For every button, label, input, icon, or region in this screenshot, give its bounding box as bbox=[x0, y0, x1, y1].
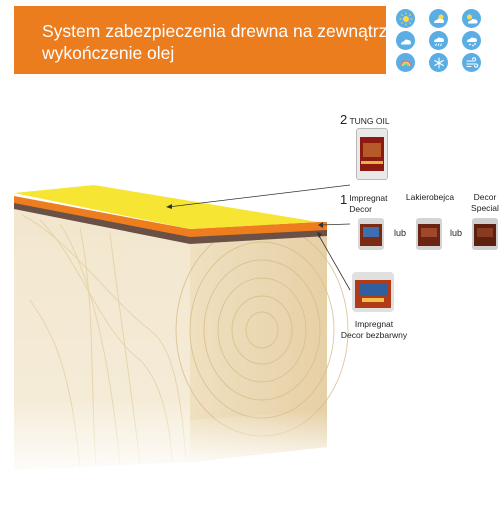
cloud-drops-icon bbox=[462, 31, 481, 50]
cloud-sun-icon bbox=[429, 9, 448, 28]
lakierobejca-label: Lakierobejca bbox=[405, 192, 455, 202]
sun-icon bbox=[396, 9, 415, 28]
cloud-icon bbox=[396, 31, 415, 50]
impregnat-decor-can bbox=[358, 218, 384, 250]
impregnat-bezbarwny-can bbox=[352, 272, 394, 312]
or-label-2: lub bbox=[449, 228, 462, 238]
title-line-1: System zabezpieczenia drewna na zewnątrz bbox=[42, 21, 388, 41]
snowflake-icon bbox=[429, 53, 448, 72]
weather-icons-grid bbox=[396, 9, 496, 73]
tung-oil-can bbox=[356, 128, 388, 180]
page-title: System zabezpieczenia drewna na zewnątrz… bbox=[42, 20, 387, 64]
lakierobejca-can bbox=[416, 218, 442, 250]
tung-oil-name: TUNG OIL bbox=[349, 116, 390, 126]
impregnat-decor-label: 1 Impregnat Decor bbox=[340, 192, 388, 214]
orange-layer bbox=[14, 196, 327, 237]
pointer-arrows bbox=[167, 184, 351, 291]
rainbow-icon bbox=[396, 53, 415, 72]
impregnat-bezbarwny-label: Impregnat Decor bezbarwny bbox=[340, 319, 408, 340]
cloud-rain-icon bbox=[429, 31, 448, 50]
beam-end-face bbox=[175, 223, 349, 462]
arrow-heads bbox=[166, 204, 323, 238]
or-label-1: lub bbox=[393, 228, 406, 238]
beam-long-face bbox=[14, 207, 190, 472]
decor-special-can bbox=[472, 218, 498, 250]
decor-special-label: Decor Special bbox=[471, 192, 499, 213]
title-line-2: wykończenie olej bbox=[42, 43, 175, 63]
header-banner: System zabezpieczenia drewna na zewnątrz… bbox=[14, 6, 387, 74]
step-number-1: 1 bbox=[340, 192, 348, 207]
wind-icon bbox=[462, 53, 481, 72]
step-number-2: 2 bbox=[340, 112, 348, 127]
cloud-sun-alt-icon bbox=[462, 9, 481, 28]
tung-oil-label: 2 TUNG OIL bbox=[340, 112, 400, 127]
